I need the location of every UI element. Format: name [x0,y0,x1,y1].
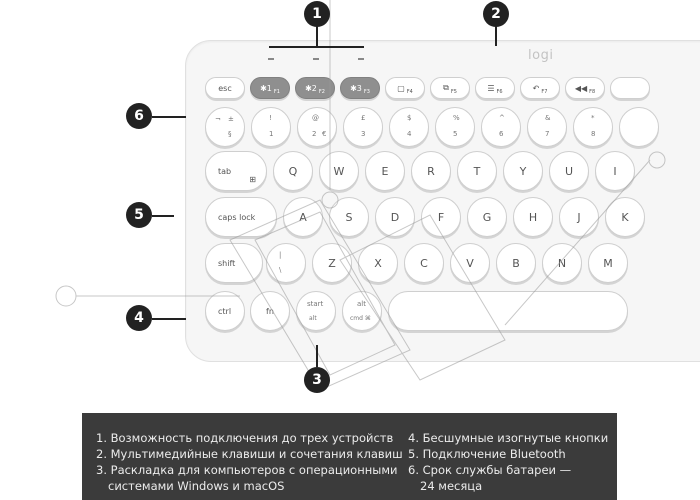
brand-logo: logi [528,48,554,63]
leader-line-1 [316,25,318,47]
key-f5: ⧉F5 [430,77,470,99]
key-n: N [542,243,582,283]
key-d: D [375,197,415,237]
key-q: Q [273,151,313,191]
leader-line-3 [316,345,318,367]
key-backslash: |\ [266,243,306,283]
feature-item: 6. Срок службы батареи — [408,463,572,477]
key-t: T [457,151,497,191]
key-2: @2€ [297,107,337,147]
key-6: ^6 [481,107,521,147]
key-8: *8 [573,107,613,147]
leader-bracket-1 [269,46,364,48]
key-section: ¬±§ [205,107,245,147]
leader-line-5 [152,215,174,217]
feature-list-right: 4. Бесшумные изогнутые кнопки 5. Подключ… [408,430,608,494]
key-f4: ▢F4 [385,77,425,99]
key-c: C [404,243,444,283]
key-fn: fn [250,291,290,331]
callout-2: 2 [483,1,509,27]
key-j: J [559,197,599,237]
feature-item: 5. Подключение Bluetooth [408,447,566,461]
leader-line-4 [152,318,186,320]
key-esc: esc [205,77,245,99]
key-f6: ☰F6 [475,77,515,99]
key-i: I [595,151,635,191]
feature-item: 4. Бесшумные изогнутые кнопки [408,431,609,445]
feature-list-panel: 1. Возможность подключения до трех устро… [82,413,617,500]
key-f: F [421,197,461,237]
feature-item: 2. Мультимедийные клавиши и сочетания кл… [96,447,403,461]
key-m: M [588,243,628,283]
key-ctrl: ctrl [205,291,245,331]
key-k: K [605,197,645,237]
feature-item: 3. Раскладка для компьютеров с операцион… [96,463,398,477]
key-g: G [467,197,507,237]
key-v: V [450,243,490,283]
callout-1: 1 [304,1,330,27]
callout-6: 6 [126,103,152,129]
key-3: £3 [343,107,383,147]
feature-list-left: 1. Возможность подключения до трех устро… [96,430,403,494]
leader-line-6 [152,116,186,118]
key-7: &7 [527,107,567,147]
key-f7: ↶F7 [520,77,560,99]
feature-item: 1. Возможность подключения до трех устро… [96,431,394,445]
key-1: !1 [251,107,291,147]
key-a: A [283,197,323,237]
key-r: R [411,151,451,191]
key-y: Y [503,151,543,191]
channel-led-1 [268,58,274,60]
feature-item: 24 месяца [420,479,483,493]
key-caps-lock: caps lock [205,197,277,237]
key-space [388,291,628,331]
key-shift: shift [205,243,263,283]
key-5: %5 [435,107,475,147]
callout-5: 5 [126,202,152,228]
key-h: H [513,197,553,237]
key-b: B [496,243,536,283]
key-f9 [610,77,650,99]
channel-led-2 [313,58,319,60]
key-u: U [549,151,589,191]
key-z: Z [312,243,352,283]
callout-4: 4 [126,305,152,331]
key-f8: ◀◀F8 [565,77,605,99]
leader-line-2 [495,26,497,46]
key-s: S [329,197,369,237]
channel-led-3 [358,58,364,60]
key-x: X [358,243,398,283]
key-9 [619,107,659,147]
key-4: $4 [389,107,429,147]
feature-item: системами Windows и macOS [108,479,285,493]
key-w: W [319,151,359,191]
key-tab: tab⊞ [205,151,267,191]
callout-3: 3 [304,367,330,393]
key-e: E [365,151,405,191]
